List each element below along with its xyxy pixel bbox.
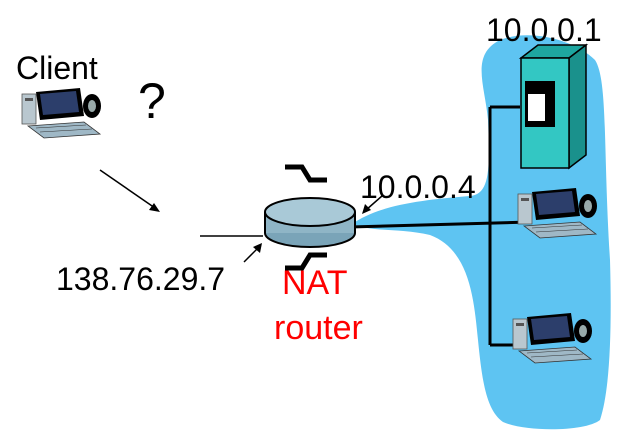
client-label: Client xyxy=(16,50,98,86)
router-label: router xyxy=(274,309,363,347)
router-signal-top xyxy=(285,164,327,183)
router-signal-bottom xyxy=(285,252,327,271)
question-mark: ? xyxy=(138,73,166,129)
router-icon xyxy=(264,197,356,248)
public-ip-arrow xyxy=(253,243,262,253)
public-ip-label: 138.76.29.7 xyxy=(56,261,226,297)
router-lan-link xyxy=(349,220,531,229)
host-computer-icon xyxy=(512,312,593,364)
router-private-ip-label: 10.0.0.4 xyxy=(360,169,476,205)
server-ip-label: 10.0.0.1 xyxy=(486,12,602,48)
host-computer-icon xyxy=(517,187,598,239)
private-ip-arrow xyxy=(362,204,371,214)
server-icon xyxy=(518,43,589,170)
client-arrow xyxy=(149,203,160,212)
client-computer-icon xyxy=(21,87,102,139)
nat-label: NAT xyxy=(282,264,348,302)
